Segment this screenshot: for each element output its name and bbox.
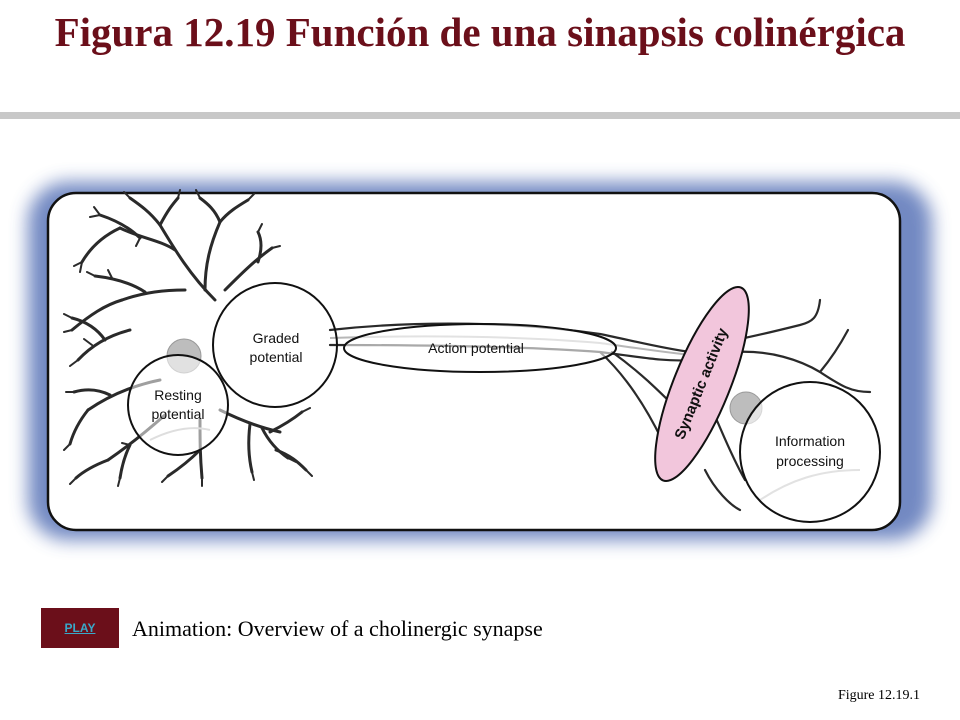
action-potential-ellipse <box>343 323 617 373</box>
information-processing-circle <box>739 381 881 523</box>
resting-potential-circle <box>127 354 229 456</box>
synapse-diagram: Graded potential Resting potential Actio… <box>28 182 932 540</box>
figure-reference: Figure 12.19.1 <box>837 688 920 703</box>
info-label-line2: processing <box>776 453 844 469</box>
info-label-line1: Information <box>775 433 845 449</box>
resting-label-line1: Resting <box>154 387 201 403</box>
dendrite-twigs <box>63 189 313 487</box>
graded-label-line1: Graded <box>253 330 300 346</box>
title-divider <box>0 112 960 119</box>
graded-label-line2: potential <box>250 349 303 365</box>
animation-caption: Animation: Overview of a cholinergic syn… <box>132 616 543 641</box>
slide-title: Figura 12.19 Función de una sinapsis col… <box>54 9 906 55</box>
action-potential-label: Action potential <box>428 340 524 356</box>
play-button[interactable]: PLAY <box>41 608 119 648</box>
graded-potential-circle <box>212 282 338 408</box>
synaptic-activity-ellipse <box>654 286 750 482</box>
resting-label-line2: potential <box>152 406 205 422</box>
